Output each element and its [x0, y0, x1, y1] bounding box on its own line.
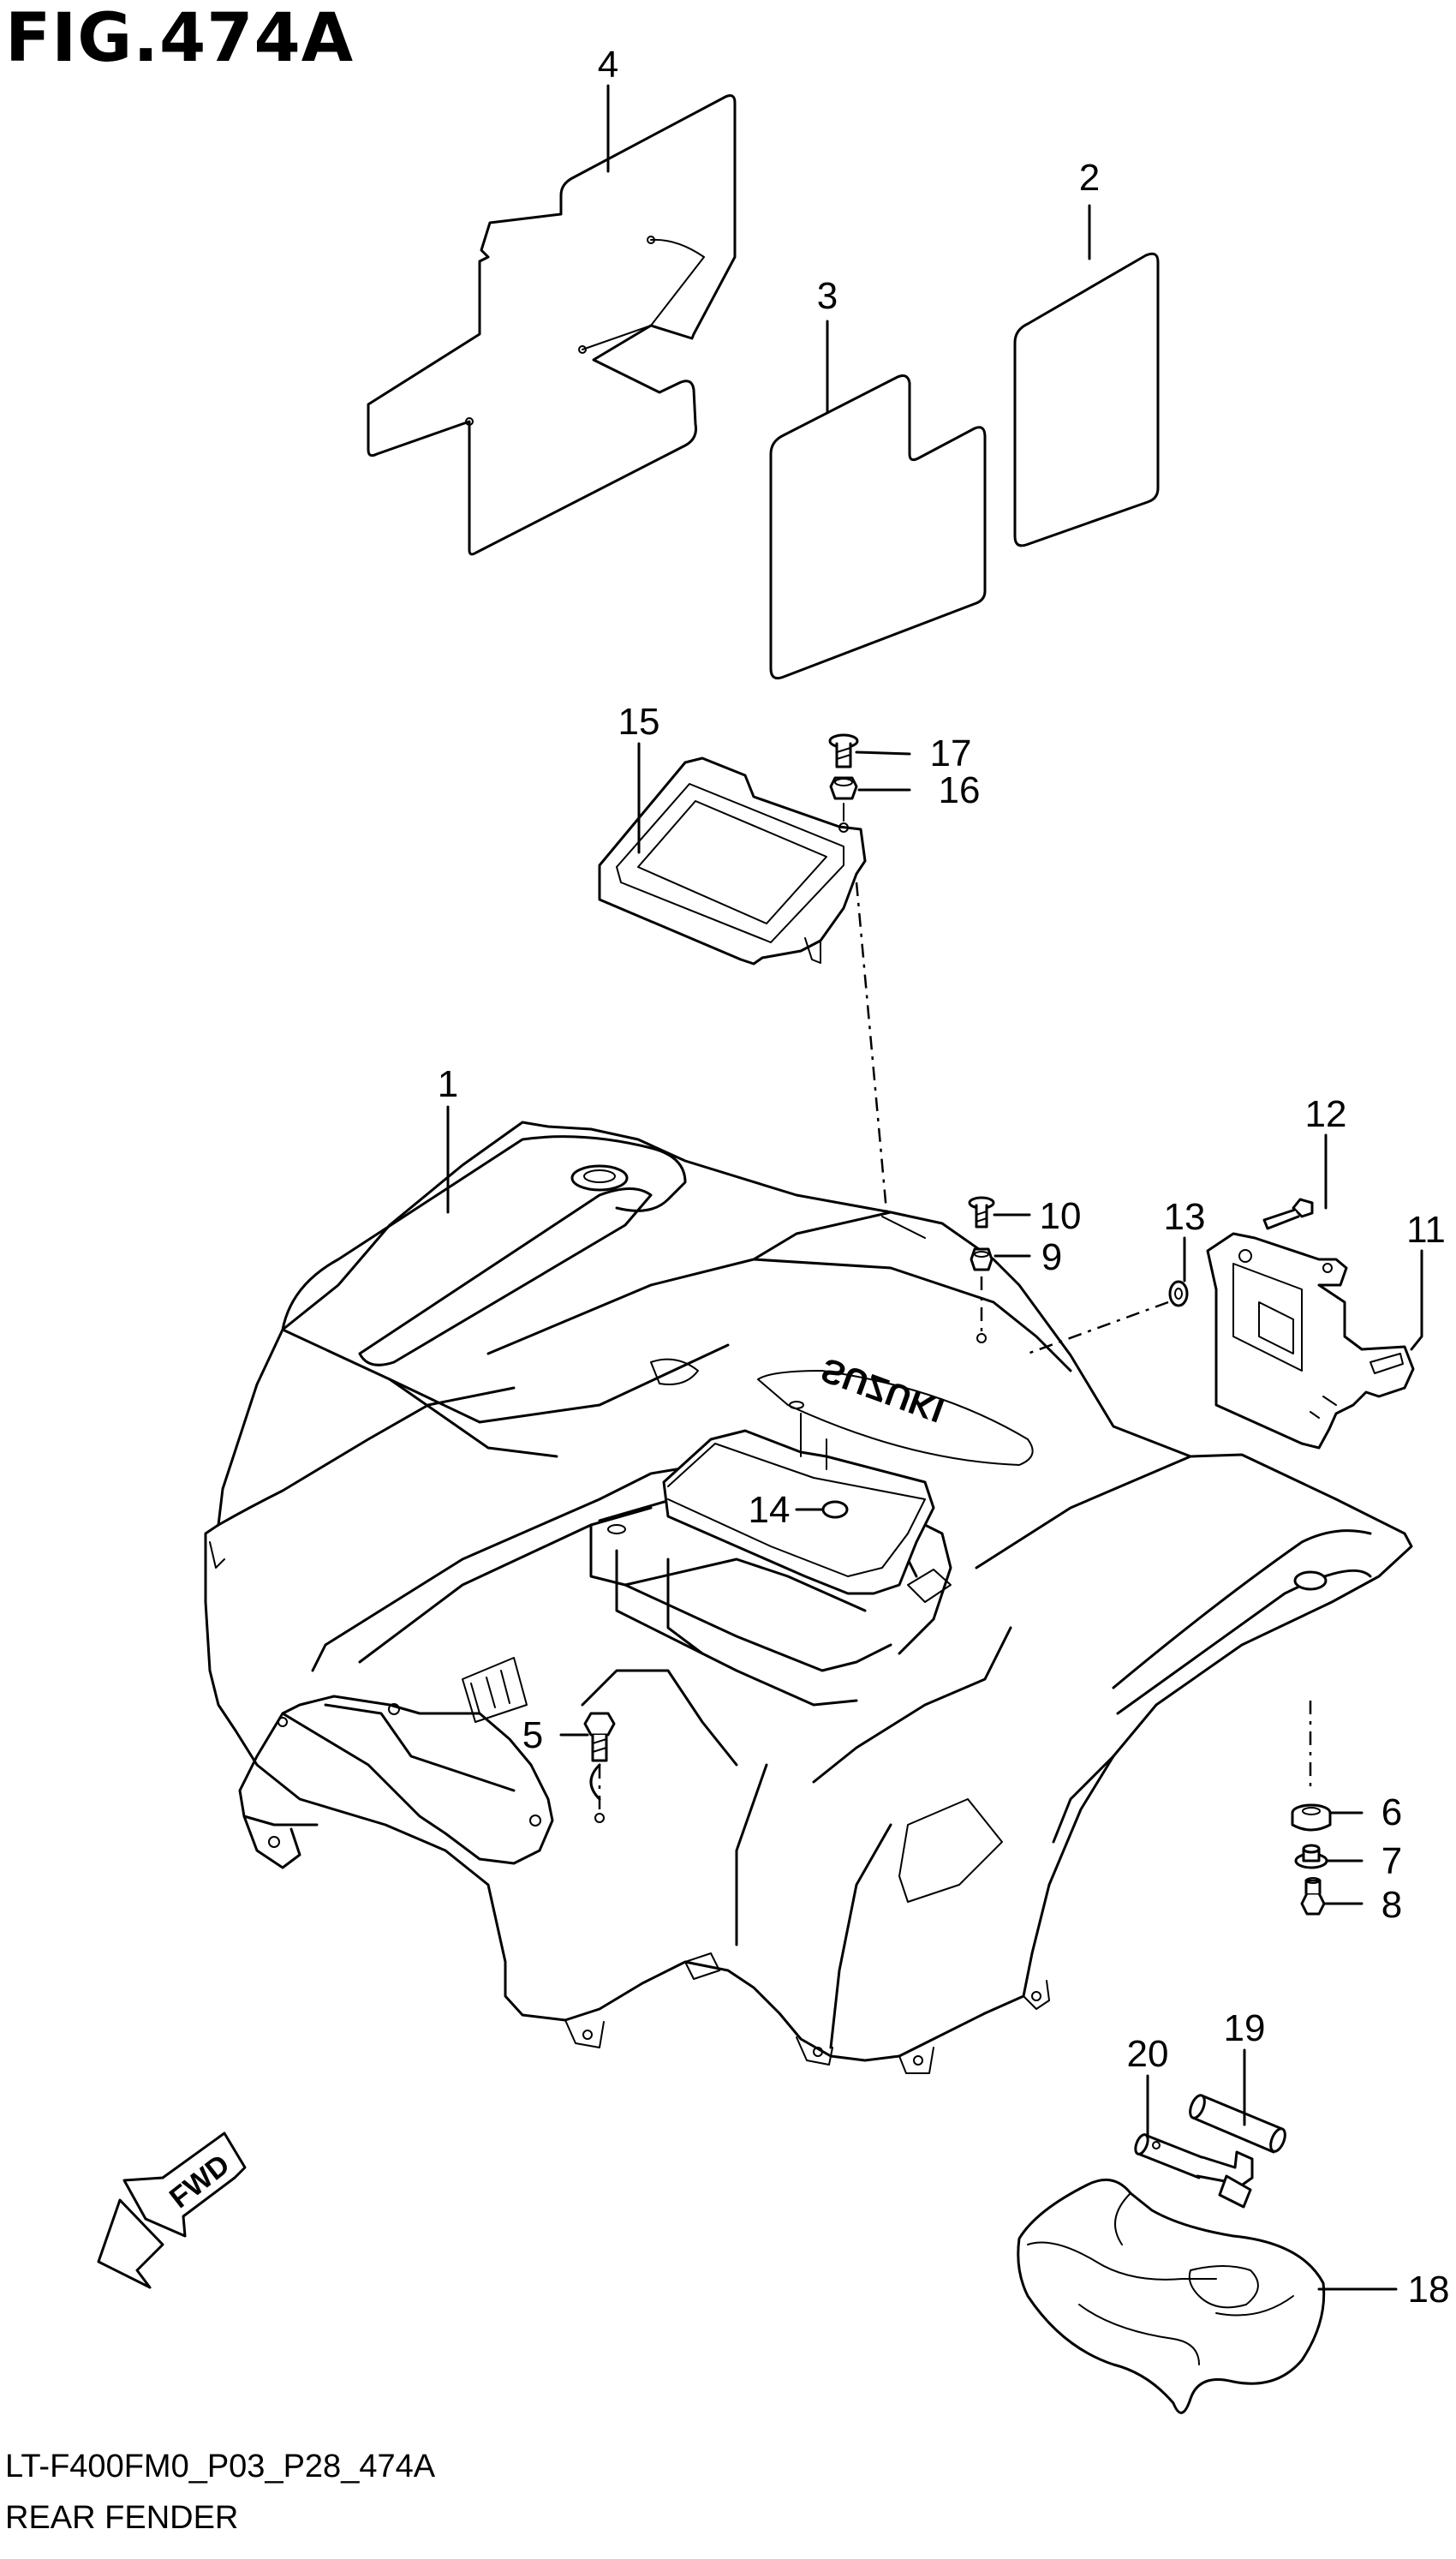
callout-17: 17 — [930, 732, 972, 774]
callout-3: 3 — [817, 275, 838, 317]
callout-19: 19 — [1224, 2007, 1266, 2049]
callout-1: 1 — [438, 1063, 458, 1105]
callout-labels: 1 2 3 4 5 6 7 8 9 10 11 12 13 14 15 16 1… — [438, 44, 1450, 2311]
bolt-part-5[interactable] — [583, 1712, 616, 1762]
handle-part-19[interactable] — [1187, 2093, 1287, 2154]
callout-9: 9 — [1041, 1236, 1062, 1278]
callout-20: 20 — [1127, 2033, 1169, 2075]
washer-part-13[interactable] — [1168, 1280, 1189, 1307]
rear-fender-part-1[interactable]: SUZUKI — [204, 1121, 1413, 2074]
fwd-direction-arrow: FWD — [97, 2132, 247, 2289]
bolt-part-8[interactable] — [1300, 1877, 1326, 1916]
figure-title: FIG.474A — [5, 0, 355, 77]
callout-15: 15 — [618, 701, 660, 743]
callout-5: 5 — [522, 1714, 543, 1756]
nut-part-16[interactable] — [829, 776, 858, 800]
diagram-code: LT-F400FM0_P03_P28_474A — [5, 2448, 436, 2484]
screw-part-17[interactable] — [828, 733, 859, 768]
callout-6: 6 — [1381, 1791, 1402, 1833]
tool-part-20[interactable] — [1133, 2133, 1254, 2209]
callout-2: 2 — [1079, 157, 1100, 199]
callout-8: 8 — [1381, 1884, 1402, 1926]
nut-part-9[interactable] — [970, 1247, 994, 1271]
callout-13: 13 — [1164, 1196, 1206, 1238]
screw-part-10[interactable] — [968, 1196, 995, 1229]
screw-part-12[interactable] — [1262, 1198, 1314, 1230]
callout-12: 12 — [1305, 1093, 1347, 1135]
diagram-name: REAR FENDER — [5, 2500, 239, 2536]
leader-lines — [446, 84, 1423, 2291]
decal-part-3[interactable] — [769, 374, 987, 680]
grommet-part-6[interactable] — [1291, 1803, 1332, 1832]
decal-part-2[interactable] — [1013, 252, 1160, 547]
decal-part-4[interactable] — [367, 94, 737, 556]
collar-part-7[interactable] — [1294, 1844, 1328, 1869]
bag-part-18[interactable] — [1017, 2178, 1326, 2414]
callout-14: 14 — [749, 1489, 791, 1531]
callout-11: 11 — [1406, 1209, 1446, 1251]
bracket-part-11[interactable] — [1206, 1232, 1415, 1450]
callout-16: 16 — [939, 769, 981, 811]
callout-10: 10 — [1040, 1195, 1082, 1237]
callout-4: 4 — [598, 44, 618, 86]
callout-7: 7 — [1381, 1840, 1402, 1882]
box-part-15[interactable] — [598, 756, 867, 966]
callout-18: 18 — [1408, 2269, 1450, 2311]
